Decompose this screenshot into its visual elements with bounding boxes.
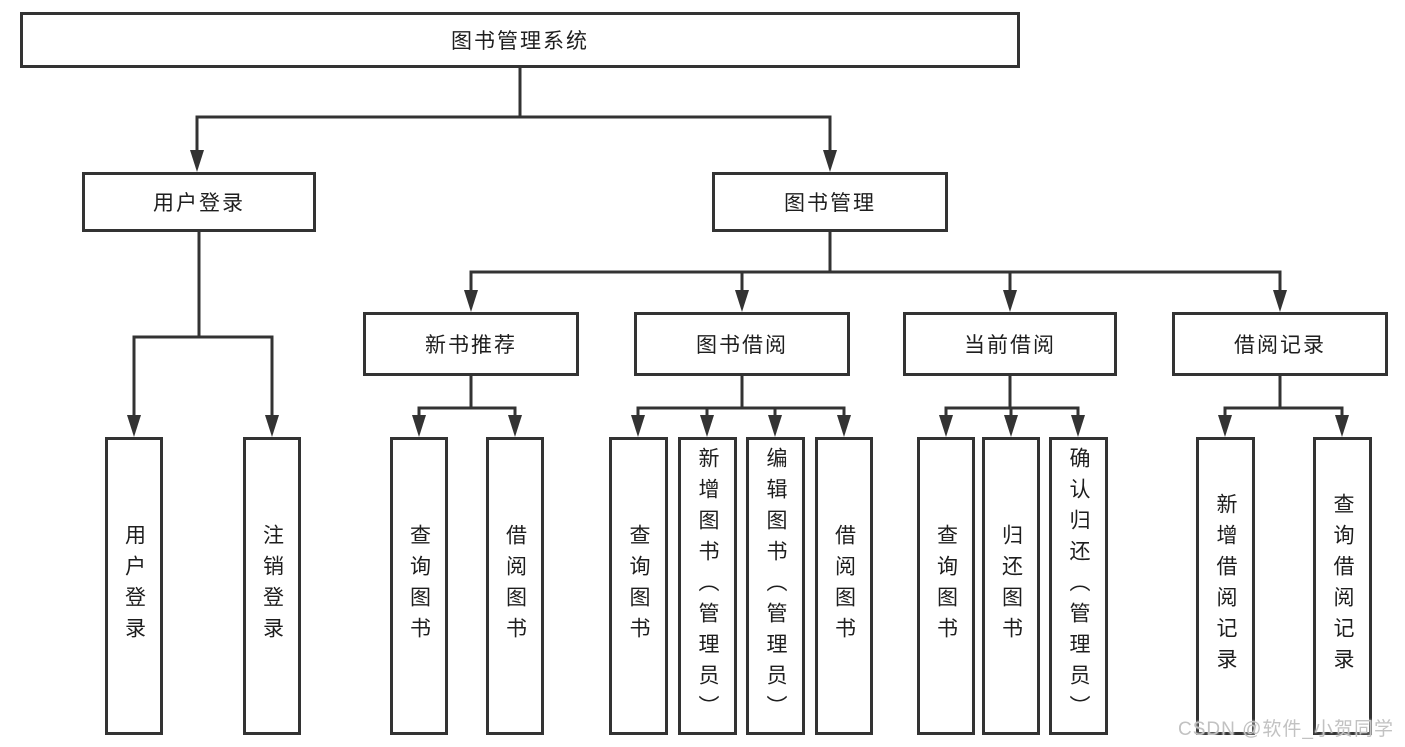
leaf-edit-books-admin: 编辑图书（管理员）	[746, 437, 805, 735]
node-borrowing-records: 借阅记录	[1172, 312, 1388, 376]
node-book-borrowing: 图书借阅	[634, 312, 850, 376]
arrowhead-icon	[508, 415, 522, 437]
node-label: 用户登录	[122, 524, 146, 648]
node-label: 当前借阅	[964, 334, 1056, 357]
node-label: 借阅记录	[1234, 334, 1326, 357]
node-label: 归还图书	[999, 524, 1023, 648]
connector-root-to-level2	[190, 66, 837, 172]
node-label: 注销登录	[260, 524, 284, 648]
connector-book-mgmt-to-level3	[464, 230, 1287, 312]
leaf-add-books-admin: 新增图书（管理员）	[678, 437, 737, 735]
leaf-borrow-books: 借阅图书	[815, 437, 873, 735]
leaf-add-borrow-record: 新增借阅记录	[1196, 437, 1255, 735]
connector-current-borrow-to-children	[939, 374, 1085, 437]
leaf-query-books-borrow: 查询图书	[609, 437, 668, 735]
node-label: 编辑图书（管理员）	[764, 446, 787, 726]
connector-path	[417, 374, 517, 421]
node-label: 借阅图书	[832, 524, 856, 648]
arrowhead-icon	[1004, 415, 1018, 437]
arrowhead-icon	[631, 415, 645, 437]
connector-path	[469, 230, 1282, 296]
connector-path	[636, 374, 846, 421]
node-label: 图书管理	[784, 192, 876, 215]
arrowhead-icon	[190, 150, 204, 172]
node-label: 查询图书	[627, 524, 650, 648]
connector-path	[1223, 374, 1344, 421]
arrowhead-icon	[837, 415, 851, 437]
node-label: 新增借阅记录	[1214, 493, 1237, 679]
connector-user-login-to-children	[127, 230, 279, 437]
connector-path	[944, 374, 1080, 421]
node-label: 图书管理系统	[451, 30, 589, 53]
leaf-borrow-books-recommend: 借阅图书	[486, 437, 544, 735]
arrowhead-icon	[1071, 415, 1085, 437]
connector-records-to-children	[1218, 374, 1349, 437]
node-new-book-recommendation: 新书推荐	[363, 312, 579, 376]
node-current-borrowing: 当前借阅	[903, 312, 1117, 376]
arrowhead-icon	[464, 290, 478, 312]
node-library-management-system: 图书管理系统	[20, 12, 1020, 68]
node-label: 用户登录	[153, 192, 245, 215]
arrowhead-icon	[1003, 290, 1017, 312]
arrowhead-icon	[735, 290, 749, 312]
arrowhead-icon	[823, 150, 837, 172]
node-label: 新书推荐	[425, 334, 517, 357]
arrowhead-icon	[1218, 415, 1232, 437]
leaf-query-books-current: 查询图书	[917, 437, 975, 735]
node-book-management-module: 图书管理	[712, 172, 948, 232]
leaf-logout: 注销登录	[243, 437, 301, 735]
arrowhead-icon	[1273, 290, 1287, 312]
arrowhead-icon	[265, 415, 279, 437]
arrowhead-icon	[127, 415, 141, 437]
leaf-return-books: 归还图书	[982, 437, 1040, 735]
arrowhead-icon	[1335, 415, 1349, 437]
node-label: 借阅图书	[503, 524, 527, 648]
leaf-user-login: 用户登录	[105, 437, 163, 735]
node-label: 图书借阅	[696, 334, 788, 357]
csdn-watermark: CSDN @软件_小贺同学	[1178, 719, 1394, 740]
node-label: 查询图书	[934, 524, 958, 648]
node-user-login-module: 用户登录	[82, 172, 316, 232]
leaf-query-books-recommend: 查询图书	[390, 437, 448, 735]
node-label: 新增图书（管理员）	[696, 446, 719, 726]
arrowhead-icon	[700, 415, 714, 437]
connector-new-book-to-children	[412, 374, 522, 437]
connector-path	[195, 66, 832, 156]
arrowhead-icon	[412, 415, 426, 437]
connector-path	[132, 230, 274, 421]
node-label: 查询图书	[407, 524, 431, 648]
arrowhead-icon	[939, 415, 953, 437]
node-label: 查询借阅记录	[1331, 493, 1354, 679]
connector-book-borrow-to-children	[631, 374, 851, 437]
leaf-query-borrow-record: 查询借阅记录	[1313, 437, 1372, 735]
node-label: 确认归还（管理员）	[1067, 446, 1090, 726]
arrowhead-icon	[768, 415, 782, 437]
leaf-confirm-return-admin: 确认归还（管理员）	[1049, 437, 1108, 735]
